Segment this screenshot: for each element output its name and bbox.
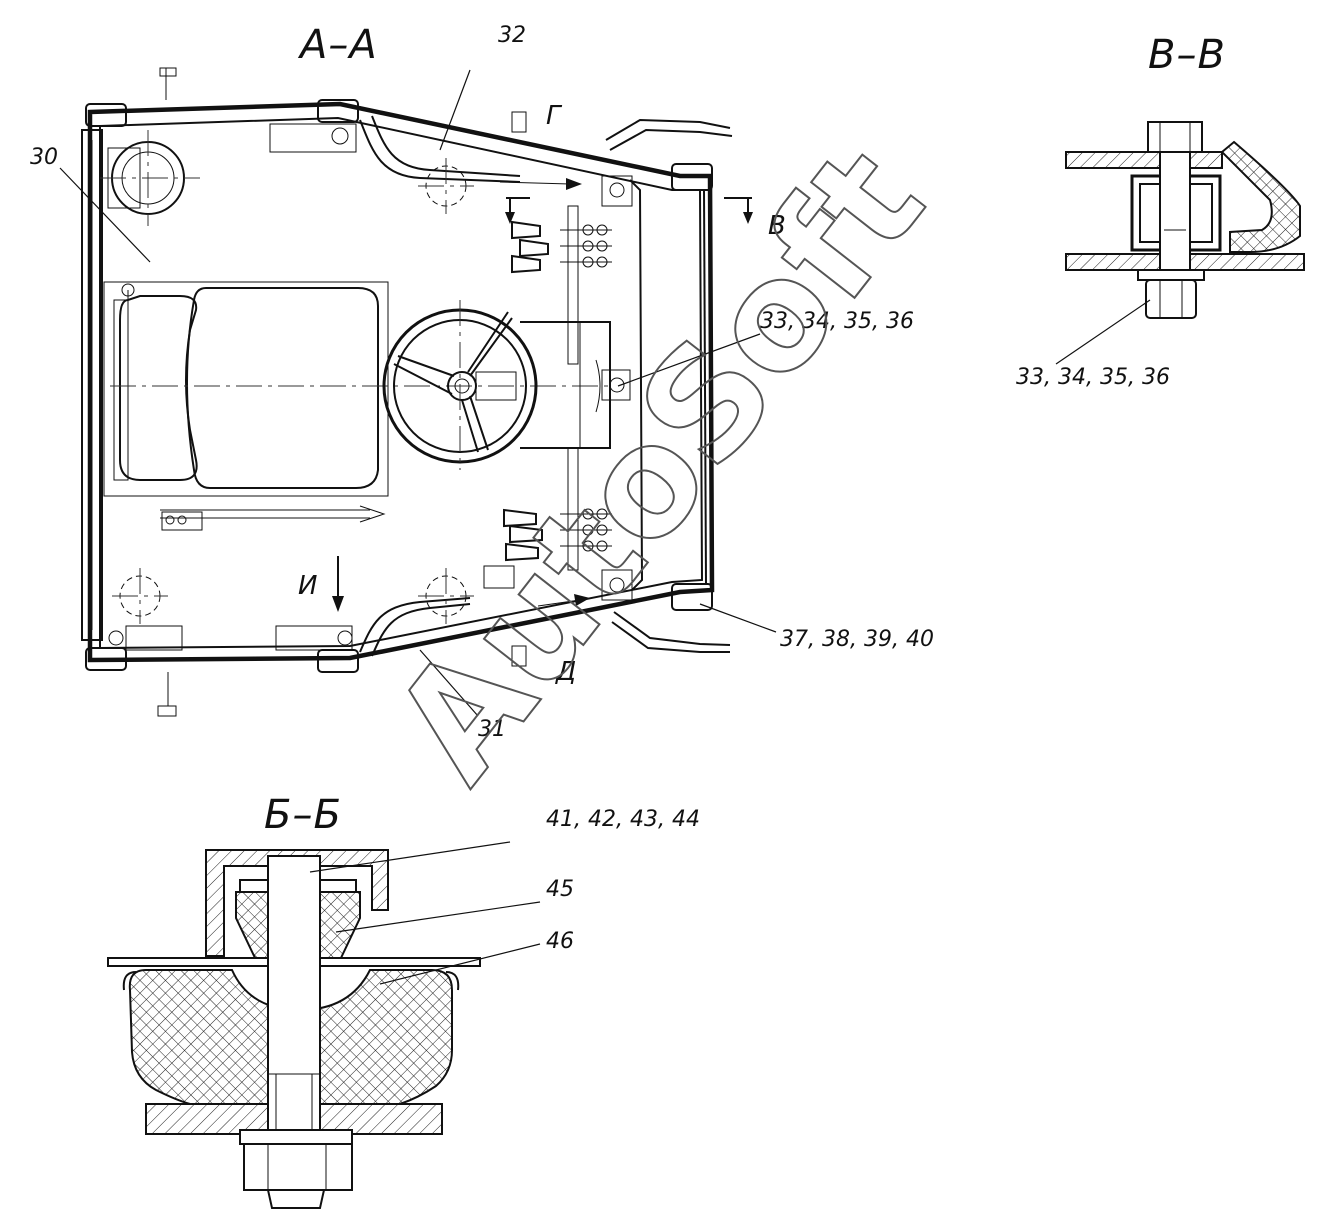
section-title-bb: Б–Б xyxy=(264,792,342,838)
floor-openings xyxy=(112,158,474,624)
callout-32: 32 xyxy=(498,23,526,48)
leader-31 xyxy=(419,649,479,717)
leader-37-40 xyxy=(699,603,777,633)
leader-33-36 xyxy=(617,333,761,387)
flow-arrowhead-top xyxy=(566,178,582,190)
leader-32 xyxy=(439,69,471,151)
operator-seat xyxy=(103,281,610,531)
view-label-g: Г xyxy=(546,101,563,131)
control-levers-top xyxy=(511,205,612,365)
view-label-i: И xyxy=(298,571,317,601)
control-levers-bottom xyxy=(483,447,612,589)
callout-41-44: 41, 42, 43, 44 xyxy=(546,807,700,832)
section-bb-view xyxy=(107,841,541,1209)
section-aa-view xyxy=(59,67,777,717)
flow-arrow-bottom xyxy=(537,599,581,607)
flow-arrow-top xyxy=(499,181,571,185)
heater-fan xyxy=(100,130,200,226)
leader-41-44 xyxy=(309,841,511,873)
section-vv-view xyxy=(1055,121,1305,365)
door-tubes xyxy=(157,67,733,717)
callout-46: 46 xyxy=(546,929,574,954)
view-arrow-i-marker xyxy=(332,556,344,612)
leader-vv-33-36 xyxy=(1055,299,1151,365)
view-label-d: Д xyxy=(555,657,576,687)
view-label-v: В xyxy=(768,211,786,241)
watermark: AutoSoft xyxy=(361,117,957,812)
section-title-aa: А–А xyxy=(297,22,378,68)
section-title-vv: В–В xyxy=(1148,32,1226,78)
callout-33-36: 33, 34, 35, 36 xyxy=(760,309,914,334)
callout-31: 31 xyxy=(478,717,506,742)
section-cut-v-markers xyxy=(505,197,753,224)
callout-37-40: 37, 38, 39, 40 xyxy=(780,627,934,652)
cabin-frame xyxy=(81,99,715,673)
callout-30: 30 xyxy=(30,145,58,170)
flow-arrowhead-bottom xyxy=(574,594,590,606)
callout-vv-33-36: 33, 34, 35, 36 xyxy=(1016,365,1170,390)
leader-45 xyxy=(335,901,541,933)
leader-46 xyxy=(379,943,541,985)
callout-45: 45 xyxy=(546,877,574,902)
steering-wheel xyxy=(382,300,611,470)
leader-30 xyxy=(59,167,151,263)
